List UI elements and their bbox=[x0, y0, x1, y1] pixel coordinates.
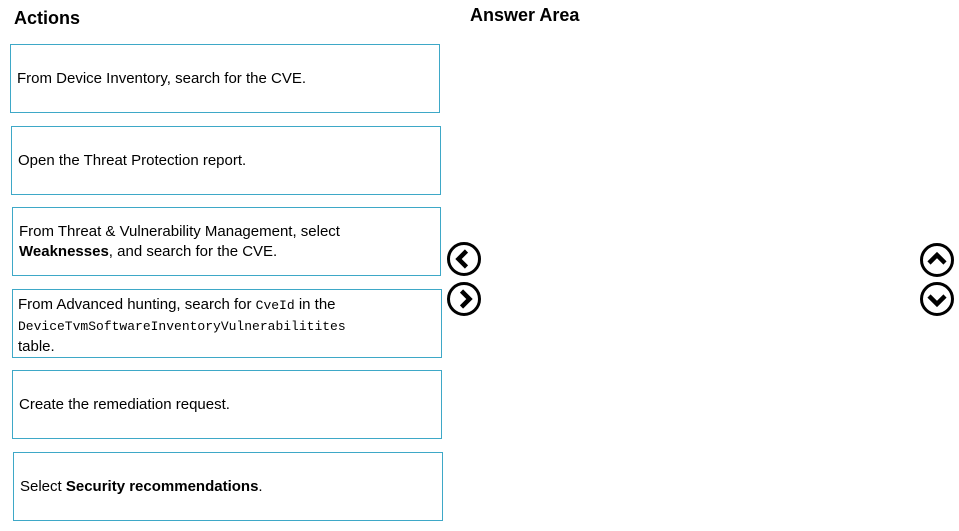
action-item-weaknesses[interactable]: From Threat & Vulnerability Management, … bbox=[12, 207, 441, 276]
action-text: Select Security recommendations. bbox=[20, 477, 263, 497]
action-text-post: table. bbox=[18, 338, 55, 355]
action-item-security-recommendations[interactable]: Select Security recommendations. bbox=[13, 452, 443, 521]
action-code-cveid: CveId bbox=[255, 298, 295, 313]
action-item-remediation[interactable]: Create the remediation request. bbox=[12, 370, 442, 439]
action-text-pre: From Advanced hunting, search for bbox=[18, 296, 256, 313]
action-item-threat-report[interactable]: Open the Threat Protection report. bbox=[11, 126, 441, 195]
action-text: Open the Threat Protection report. bbox=[18, 151, 247, 169]
move-right-button[interactable] bbox=[446, 281, 482, 317]
action-text-line1: From Threat & Vulnerability Management, … bbox=[19, 222, 340, 240]
down-arrow-icon bbox=[920, 282, 954, 316]
action-item-device-inventory[interactable]: From Device Inventory, search for the CV… bbox=[10, 44, 440, 113]
action-text: From Advanced hunting, search for CveId … bbox=[18, 295, 346, 357]
action-text-bold: Weaknesses bbox=[19, 242, 109, 260]
action-text-mid: in the bbox=[294, 296, 336, 313]
action-item-advanced-hunting[interactable]: From Advanced hunting, search for CveId … bbox=[12, 289, 442, 358]
move-up-button[interactable] bbox=[919, 242, 955, 278]
right-arrow-icon bbox=[447, 282, 481, 316]
action-text-bold: Security recommendations bbox=[65, 477, 259, 495]
action-text-post: . bbox=[258, 477, 263, 495]
up-arrow-icon bbox=[920, 243, 954, 277]
action-text-pre: Select bbox=[20, 477, 66, 495]
actions-heading: Actions bbox=[14, 8, 81, 28]
action-text: From Threat & Vulnerability Management, … bbox=[19, 222, 340, 262]
move-left-button[interactable] bbox=[446, 241, 482, 277]
action-text: From Device Inventory, search for the CV… bbox=[17, 69, 306, 87]
left-arrow-icon bbox=[447, 242, 481, 276]
move-down-button[interactable] bbox=[919, 281, 955, 317]
action-code-table: DeviceTvmSoftwareInventoryVulnerabilitit… bbox=[18, 319, 346, 334]
action-text: Create the remediation request. bbox=[19, 395, 230, 413]
answer-area-heading: Answer Area bbox=[470, 5, 580, 25]
action-text-tail: , and search for the CVE. bbox=[108, 242, 278, 260]
